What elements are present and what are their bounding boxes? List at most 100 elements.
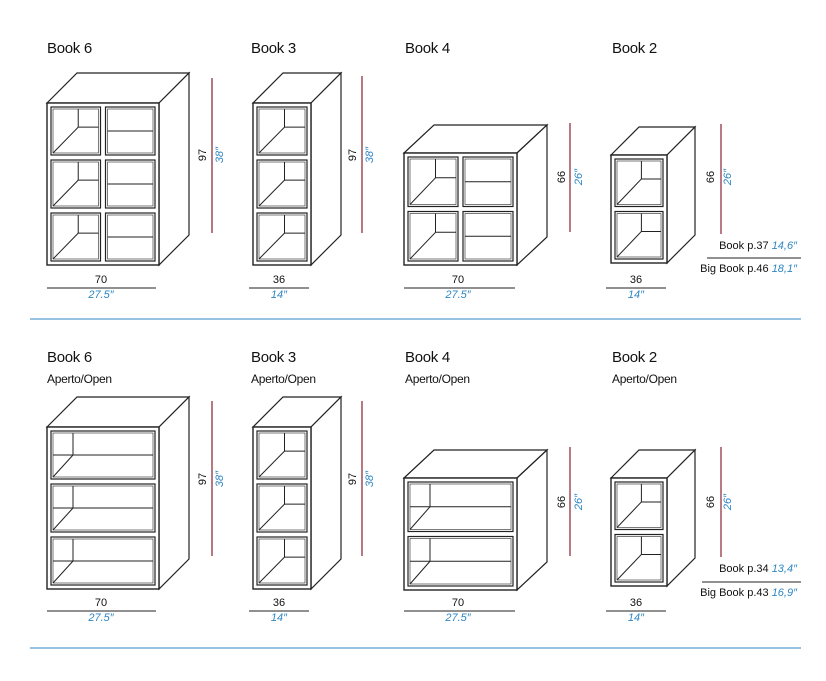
cabinet-cell [104, 159, 156, 209]
cell-diagonal [258, 179, 285, 207]
width-cm: 70 [94, 597, 108, 609]
cell-diagonal [409, 560, 431, 585]
cabinet-cell-inner [616, 536, 662, 581]
width-cm: 36 [272, 274, 286, 286]
cabinet-cell [104, 106, 156, 156]
cabinet-side [310, 395, 342, 591]
cell-diagonal [52, 507, 74, 531]
cabinet-cell-inner [258, 161, 306, 207]
width-in: 27.5″ [88, 289, 114, 301]
depth-note-value: 13,4″ [771, 563, 797, 575]
width-in: 27.5″ [445, 289, 471, 301]
cabinet-cell-inner [258, 432, 306, 478]
cabinet-side [158, 395, 190, 591]
cabinet-cell-inner [409, 213, 457, 260]
cell-diagonal [52, 560, 74, 584]
cabinet-cell [614, 481, 664, 531]
cabinet-side [310, 71, 342, 267]
cell-diagonal [409, 506, 431, 530]
height-cm: 66 [556, 495, 568, 509]
depth-note-label: Book p.37 [719, 240, 769, 252]
width-in: 14″ [627, 612, 645, 624]
cell-diagonal [258, 503, 285, 531]
width-cm: 36 [629, 274, 643, 286]
cabinet-cell-inner [258, 485, 306, 531]
height-cm: 97 [197, 472, 209, 486]
cabinet-cell [50, 159, 102, 209]
unit-name: Book 3 [251, 349, 296, 366]
width-in: 14″ [270, 612, 288, 624]
cabinet-cell [50, 430, 156, 480]
cabinet-cell [256, 159, 308, 209]
width-cm: 36 [629, 597, 643, 609]
cabinet-cell [104, 212, 156, 262]
unit-name: Book 4 [405, 40, 450, 57]
cell-diagonal [409, 177, 436, 205]
cabinet-front [610, 154, 668, 264]
height-in: 38″ [214, 470, 226, 488]
height-in: 38″ [364, 146, 376, 164]
unit-name: Book 2 [612, 349, 657, 366]
width-in: 14″ [270, 289, 288, 301]
height-cm: 66 [705, 495, 717, 509]
depth-note-label: Book p.34 [719, 563, 769, 575]
depth-note-label: Big Book p.46 [700, 263, 769, 275]
cabinet-cell-inner [52, 161, 99, 207]
unit-subtitle: Aperto/Open [47, 372, 112, 386]
cabinet-front [403, 477, 518, 591]
height-cm: 66 [705, 170, 717, 184]
cell-diagonal [52, 126, 79, 154]
unit-subtitle: Aperto/Open [251, 372, 316, 386]
cabinet-cell [462, 156, 514, 208]
cabinet-cell [407, 481, 514, 533]
cabinet-cell [614, 533, 664, 583]
cabinet-cell [407, 156, 459, 208]
depth-note-label: Big Book p.43 [700, 587, 769, 599]
cell-diagonal [616, 501, 642, 528]
depth-note-value: 18,1″ [771, 263, 797, 275]
depth-note: Big Book p.46 18,1″ [700, 263, 797, 275]
cabinet-cell-inner [616, 213, 662, 258]
cell-diagonal [409, 231, 436, 260]
cabinet-cell-inner [52, 108, 99, 154]
cabinet-cell [462, 210, 514, 262]
width-in: 27.5″ [445, 612, 471, 624]
cell-diagonal [52, 179, 79, 207]
cell-diagonal [616, 231, 642, 258]
height-in: 26″ [573, 168, 585, 186]
cell-diagonal [616, 554, 642, 581]
cell-diagonal [52, 232, 79, 260]
cabinet-cell [50, 483, 156, 533]
cabinet-cell [407, 535, 514, 587]
depth-note: Book p.34 13,4″ [719, 563, 797, 575]
cabinet-cell [614, 210, 664, 260]
height-cm: 97 [347, 472, 359, 486]
cabinet-cell-inner [616, 483, 662, 528]
depth-note: Book p.37 14,6″ [719, 240, 797, 252]
depth-note: Big Book p.43 16,9″ [700, 587, 797, 599]
cell-diagonal [52, 454, 74, 478]
cell-diagonal [258, 556, 285, 584]
height-in: 26″ [722, 168, 734, 186]
cabinet-cell [50, 212, 102, 262]
cell-diagonal [258, 450, 285, 478]
width-in: 27.5″ [88, 612, 114, 624]
height-cm: 97 [197, 148, 209, 162]
cabinet-cell [256, 430, 308, 480]
unit-subtitle: Aperto/Open [612, 372, 677, 386]
unit-name: Book 6 [47, 349, 92, 366]
height-in: 38″ [214, 146, 226, 164]
width-cm: 70 [451, 274, 465, 286]
cabinet-cell-inner [616, 160, 662, 205]
depth-note-value: 14,6″ [771, 240, 797, 252]
width-cm: 70 [451, 597, 465, 609]
cabinet-cell [614, 158, 664, 208]
cabinet-cell-inner [258, 538, 306, 584]
cell-diagonal [258, 232, 285, 260]
cabinet-cell [50, 536, 156, 586]
cabinet-cell [407, 210, 459, 262]
cabinet-front [610, 477, 668, 587]
cabinet-cell [256, 106, 308, 156]
width-cm: 36 [272, 597, 286, 609]
